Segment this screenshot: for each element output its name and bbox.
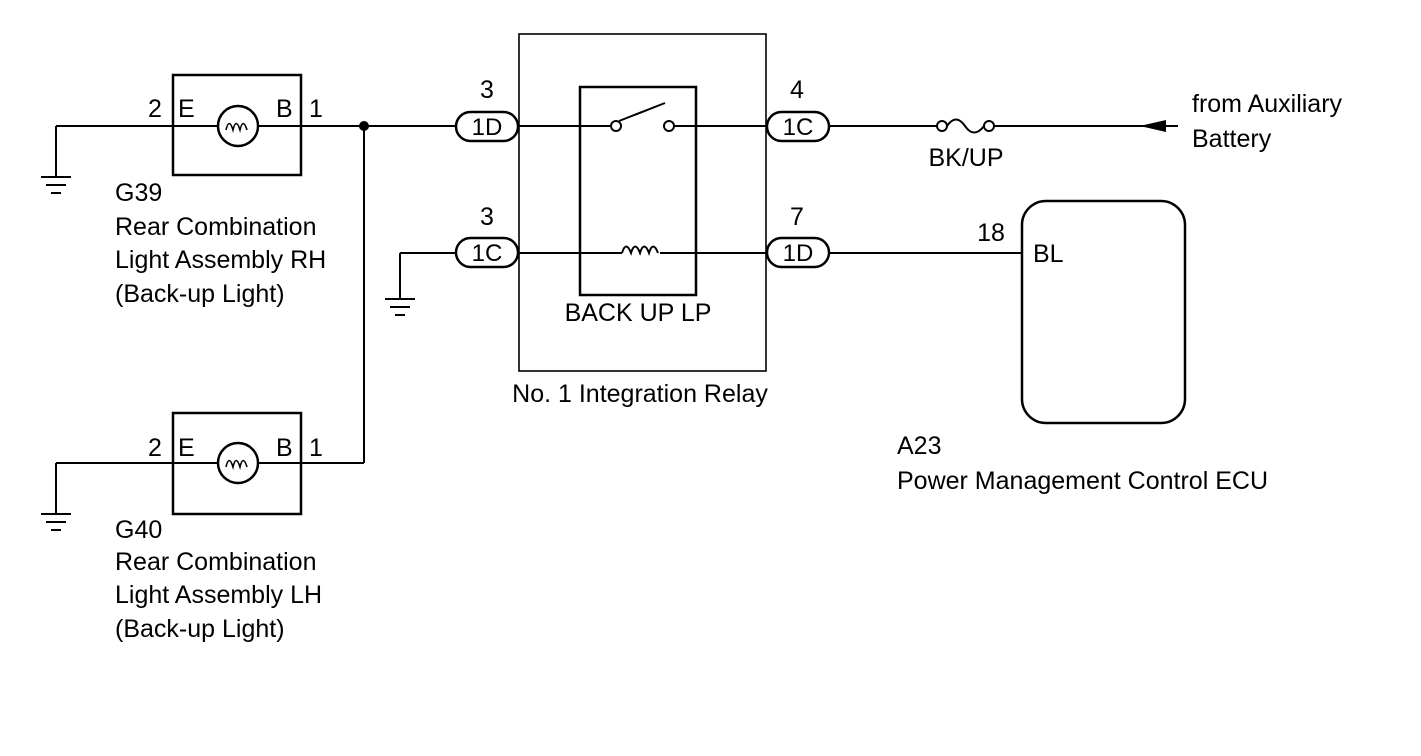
g39-terminal-b: B: [276, 95, 293, 123]
source-arrow-icon: [1140, 120, 1166, 132]
fuse-icon: [936, 118, 995, 134]
source-label-line-1: from Auxiliary: [1192, 90, 1343, 118]
ecu-name: Power Management Control ECU: [897, 467, 1268, 495]
connector-top-left: 1D 3: [454, 76, 520, 143]
g40-bulb-icon: [216, 441, 260, 485]
g40-lamp-assembly: E B 2 1 G40 Rear Combination Light Assem…: [41, 411, 323, 643]
g40-terminal-e: E: [178, 434, 195, 462]
lamp-feed-wiring: [301, 121, 456, 464]
connector-top-left-code: 1D: [472, 114, 503, 141]
g39-pin-left: 2: [148, 95, 162, 123]
splice-junction: [359, 121, 369, 131]
relay-name: No. 1 Integration Relay: [512, 380, 768, 408]
g40-name-line-3: (Back-up Light): [115, 615, 285, 643]
connector-bottom-left: 1C 3: [454, 203, 520, 269]
fuse-label: BK/UP: [928, 144, 1003, 172]
connector-bottom-right: 1D 7: [765, 203, 831, 269]
ecu-pin: 18: [977, 219, 1005, 247]
g40-code: G40: [115, 516, 162, 544]
g39-bulb-icon: [216, 104, 260, 148]
g39-name-line-2: Light Assembly RH: [115, 246, 326, 274]
g40-terminal-b: B: [276, 434, 293, 462]
ecu-terminal-label: BL: [1033, 240, 1064, 268]
g39-lamp-assembly: E B 2 1 G39 Rear Combination Light Assem…: [41, 73, 326, 308]
integration-relay: BACK UP LP No. 1 Integration Relay: [512, 33, 768, 408]
battery-feed: BK/UP from Auxiliary Battery: [829, 90, 1343, 172]
g40-pin-right: 1: [309, 434, 323, 462]
g39-code: G39: [115, 179, 162, 207]
source-label-line-2: Battery: [1192, 125, 1272, 153]
g40-pin-left: 2: [148, 434, 162, 462]
back-up-lp-relay-box: [578, 85, 698, 297]
g39-name-line-3: (Back-up Light): [115, 280, 285, 308]
connector-bottom-left-pin: 3: [480, 203, 494, 231]
g39-ground-symbol: [41, 176, 71, 194]
g39-name-line-1: Rear Combination: [115, 213, 317, 241]
relay-outline: [518, 33, 767, 372]
relay-inner-label: BACK UP LP: [565, 299, 712, 327]
connector-bottom-left-code: 1C: [472, 240, 503, 267]
connector-top-right-code: 1C: [783, 114, 814, 141]
g40-ground-symbol: [41, 513, 71, 531]
ecu-box: [1020, 199, 1187, 425]
g40-name-line-2: Light Assembly LH: [115, 581, 322, 609]
connector-top-right-pin: 4: [790, 76, 804, 104]
power-management-ecu: 18 BL A23 Power Management Control ECU: [829, 199, 1268, 495]
relay-switch-icon: [610, 102, 675, 132]
connector-bottom-right-code: 1D: [783, 240, 814, 267]
connector-top-left-pin: 3: [480, 76, 494, 104]
coil-ground-symbol: [385, 298, 415, 316]
connector-bottom-right-pin: 7: [790, 203, 804, 231]
relay-coil-icon: [621, 245, 659, 257]
connector-top-right: 1C 4: [765, 76, 831, 143]
relay-coil-ground: [385, 252, 456, 316]
g39-pin-right: 1: [309, 95, 323, 123]
ecu-code: A23: [897, 432, 941, 460]
g39-terminal-e: E: [178, 95, 195, 123]
g40-name-line-1: Rear Combination: [115, 548, 317, 576]
